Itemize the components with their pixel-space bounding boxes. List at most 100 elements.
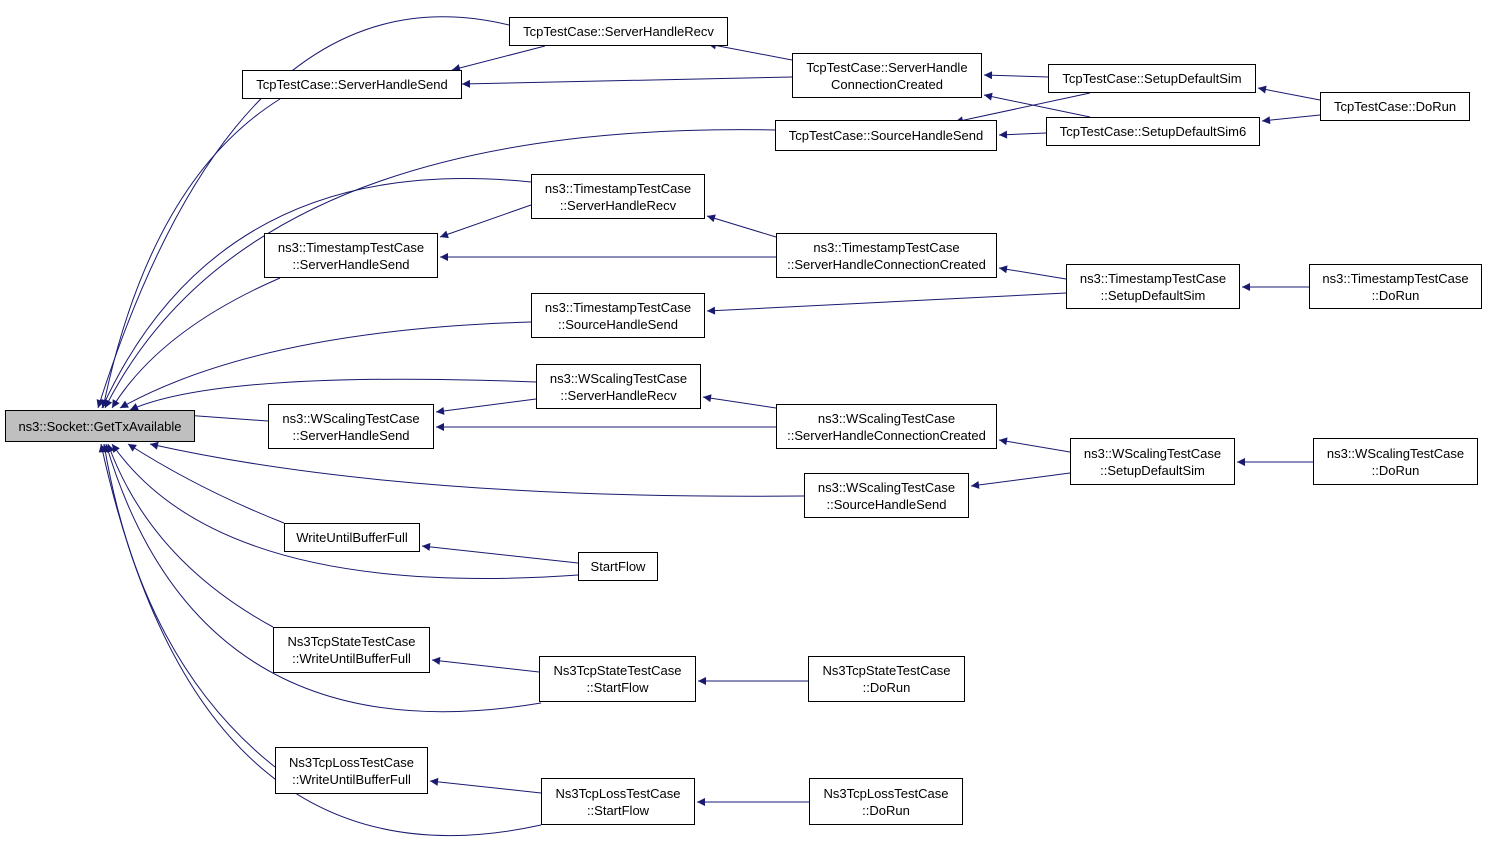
node-label-line: ConnectionCreated <box>830 76 944 92</box>
edge-ws_shr-to-root <box>129 378 537 411</box>
edge-tcp_srchs-to-root <box>104 129 776 409</box>
node-label-line: ns3::WScalingTestCase <box>1083 445 1222 461</box>
node-label-line: ::SourceHandleSend <box>558 316 678 332</box>
node-ws-sds[interactable]: ns3::WScalingTestCase::SetupDefaultSim <box>1070 438 1235 485</box>
edge-lo_sf-to-root <box>98 443 542 837</box>
node-label-line: ns3::TimestampTestCase <box>277 239 425 255</box>
node-ws-shs[interactable]: ns3::WScalingTestCase::ServerHandleSend <box>268 404 434 449</box>
node-label-line: ns3::WScalingTestCase <box>817 410 956 426</box>
edge-st_wubf-to-root <box>106 443 274 628</box>
node-label-line: ::ServerHandleConnectionCreated <box>787 256 986 272</box>
node-label-line: ::ServerHandleRecv <box>560 387 677 403</box>
edge-tcp_shcc-to-tcp_shr <box>707 41 793 61</box>
edge-ws_sds-to-ws_srchs <box>970 472 1071 489</box>
node-label-line: ns3::TimestampTestCase <box>1322 270 1469 286</box>
node-ws-srchs[interactable]: ns3::WScalingTestCase::SourceHandleSend <box>804 473 969 518</box>
node-label-line: Ns3TcpLossTestCase <box>555 785 681 801</box>
node-tcp-srchs[interactable]: TcpTestCase::SourceHandleSend <box>775 120 997 151</box>
node-label-line: Ns3TcpStateTestCase <box>287 634 416 649</box>
edge-ts_shr-to-ts_shs <box>439 204 532 239</box>
edge-ts_shcc-to-ts_shr <box>706 214 777 238</box>
node-ts-dorun[interactable]: ns3::TimestampTestCase::DoRun <box>1309 264 1482 309</box>
node-label-line: Ns3TcpLossTestCase <box>823 785 949 801</box>
node-ws-shr[interactable]: ns3::WScalingTestCase::ServerHandleRecv <box>536 364 701 409</box>
node-label-line: ::WriteUntilBufferFull <box>292 771 411 787</box>
node-label-line: ns3::TimestampTestCase <box>1079 270 1227 286</box>
node-label-line: TcpTestCase::SetupDefaultSim <box>1062 71 1242 86</box>
node-root: ns3::Socket::GetTxAvailable <box>5 410 195 442</box>
edge-tcp_shcc-to-tcp_shs <box>461 76 793 88</box>
edge-tcp_sds6-to-tcp_srchs <box>998 130 1047 139</box>
node-label-line: ::WriteUntilBufferFull <box>292 651 411 666</box>
node-label-line: TcpTestCase::ServerHandle <box>806 59 968 75</box>
node-label-line: ::StartFlow <box>586 802 650 818</box>
node-label-line: ns3::WScalingTestCase <box>1326 445 1465 461</box>
node-st-sf[interactable]: Ns3TcpStateTestCase::StartFlow <box>539 656 696 702</box>
edge-startflow-to-wubf <box>421 542 579 564</box>
node-ws-dorun[interactable]: ns3::WScalingTestCase::DoRun <box>1313 438 1478 485</box>
edge-ws_shcc-to-ws_shr <box>702 394 777 409</box>
node-label-line: ns3::WScalingTestCase <box>282 410 420 426</box>
node-st-dorun[interactable]: Ns3TcpStateTestCase::DoRun <box>808 656 965 702</box>
node-label-line: ::DoRun <box>862 802 910 818</box>
node-label-line: ::SourceHandleSend <box>826 496 947 512</box>
edge-lo_wubf-to-root <box>101 443 276 768</box>
node-label-line: ::SetupDefaultSim <box>1100 462 1205 478</box>
node-label-line: ns3::WScalingTestCase <box>549 370 688 386</box>
edge-tcp_shr-to-tcp_shs <box>451 45 546 72</box>
edge-lo_sf-to-lo_wubf <box>429 777 542 794</box>
node-label-line: TcpTestCase::SourceHandleSend <box>788 128 984 143</box>
node-label-line: ::DoRun <box>862 680 911 695</box>
node-label-line: ::StartFlow <box>586 680 649 695</box>
node-label-line: TcpTestCase::ServerHandleRecv <box>523 24 714 39</box>
node-lo-sf[interactable]: Ns3TcpLossTestCase::StartFlow <box>541 778 695 825</box>
node-lo-dorun[interactable]: Ns3TcpLossTestCase::DoRun <box>809 778 963 825</box>
node-tcp-shs[interactable]: TcpTestCase::ServerHandleSend <box>242 70 462 99</box>
node-label-line: Ns3TcpStateTestCase <box>553 663 682 678</box>
edge-tcp_sds6-to-tcp_shcc <box>983 92 1091 118</box>
node-label-line: ns3::TimestampTestCase <box>544 299 692 315</box>
node-label-line: ::DoRun <box>1371 287 1420 303</box>
edge-ts_srchs-to-root <box>119 321 532 409</box>
edge-tcp_shs-to-root <box>100 98 281 409</box>
edge-ts_shs-to-root <box>111 277 281 409</box>
node-label-line: TcpTestCase::SetupDefaultSim6 <box>1059 124 1247 139</box>
node-label-line: ns3::Socket::GetTxAvailable <box>18 418 182 434</box>
node-label-line: ::SetupDefaultSim <box>1100 287 1206 303</box>
node-tcp-dorun[interactable]: TcpTestCase::DoRun <box>1320 92 1470 121</box>
node-label-line: ns3::WScalingTestCase <box>817 479 956 495</box>
node-wubf[interactable]: WriteUntilBufferFull <box>284 523 420 552</box>
node-tcp-sds[interactable]: TcpTestCase::SetupDefaultSim <box>1048 64 1256 93</box>
edge-tcp_sds-to-tcp_srchs <box>954 92 1091 125</box>
edge-ts_shr-to-root <box>101 178 532 409</box>
node-ts-sds[interactable]: ns3::TimestampTestCase::SetupDefaultSim <box>1066 264 1240 309</box>
node-ts-shcc[interactable]: ns3::TimestampTestCase::ServerHandleConn… <box>776 233 997 278</box>
node-ts-shs[interactable]: ns3::TimestampTestCase::ServerHandleSend <box>264 233 438 278</box>
node-label-line: ns3::TimestampTestCase <box>813 239 960 255</box>
node-label-line: TcpTestCase::ServerHandleSend <box>256 77 448 92</box>
node-ts-shr[interactable]: ns3::TimestampTestCase::ServerHandleRecv <box>531 174 705 219</box>
node-label-line: ::ServerHandleConnectionCreated <box>787 427 986 443</box>
node-tcp-shr[interactable]: TcpTestCase::ServerHandleRecv <box>509 17 728 46</box>
edge-startflow-to-root <box>111 443 579 579</box>
node-st-wubf[interactable]: Ns3TcpStateTestCase::WriteUntilBufferFul… <box>273 627 430 673</box>
node-startflow[interactable]: StartFlow <box>578 552 658 581</box>
node-tcp-sds6[interactable]: TcpTestCase::SetupDefaultSim6 <box>1046 117 1260 146</box>
edge-ws_srchs-to-root <box>149 441 805 497</box>
edge-tcp_dorun-to-tcp_sds6 <box>1261 114 1321 125</box>
edge-tcp_dorun-to-tcp_sds <box>1257 85 1321 101</box>
node-ts-srchs[interactable]: ns3::TimestampTestCase::SourceHandleSend <box>531 293 705 338</box>
edge-ws_sds-to-ws_shcc <box>998 437 1071 453</box>
edge-wubf-to-root <box>127 443 285 524</box>
node-label-line: ::ServerHandleRecv <box>559 197 677 213</box>
node-label-line: ::DoRun <box>1371 462 1420 478</box>
node-label-line: WriteUntilBufferFull <box>296 530 408 545</box>
node-label-line: ns3::TimestampTestCase <box>544 180 692 196</box>
node-ws-shcc[interactable]: ns3::WScalingTestCase::ServerHandleConne… <box>776 404 997 449</box>
node-lo-wubf[interactable]: Ns3TcpLossTestCase::WriteUntilBufferFull <box>275 747 428 794</box>
node-label-line: TcpTestCase::DoRun <box>1333 99 1457 114</box>
node-label-line: Ns3TcpStateTestCase <box>822 663 951 678</box>
